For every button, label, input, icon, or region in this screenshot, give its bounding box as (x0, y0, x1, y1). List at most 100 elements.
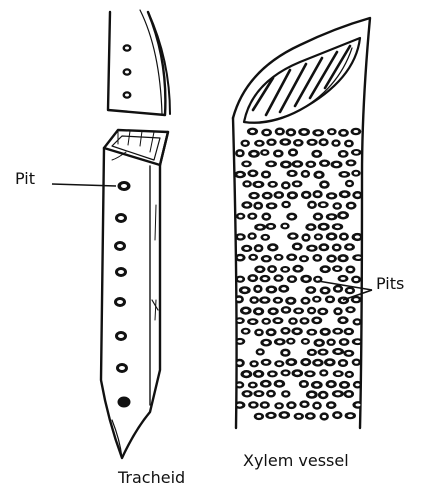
vessel-pit-aperture (327, 361, 332, 364)
vessel-pit-aperture (269, 163, 274, 166)
vessel-pit-aperture (237, 319, 242, 322)
vessel-pit-aperture (295, 245, 300, 248)
vessel-pit-aperture (256, 287, 260, 290)
vessel-pit-aperture (290, 172, 295, 175)
vessel-pit-aperture (244, 204, 249, 207)
vessel-pit-aperture (314, 319, 319, 322)
vessel-pit-aperture (304, 277, 309, 280)
vessel-pit-aperture (288, 299, 293, 302)
vessel-pit-aperture (257, 415, 262, 418)
vessel-pit-aperture (268, 225, 273, 228)
vessel-pit-aperture (283, 141, 288, 144)
vessel-pit-aperture (336, 287, 341, 290)
vessel-pit-aperture (296, 267, 301, 270)
vessel-pit-aperture (342, 235, 346, 238)
vessel-pit-aperture (290, 278, 295, 281)
vessel-pit-aperture (330, 130, 334, 133)
vessel-pit-aperture (329, 257, 334, 260)
vessel-pit-aperture (335, 330, 340, 333)
vessel-pit-aperture (268, 414, 273, 417)
vessel-pit-aperture (346, 330, 351, 333)
vessel-pit-aperture (310, 351, 315, 354)
vessel-pit-aperture (277, 362, 282, 365)
vessel-pit-aperture (303, 172, 307, 175)
vessel-pit-aperture (322, 246, 327, 249)
vessel-pit-aperture (341, 257, 346, 260)
vessel-pit-aperture (346, 392, 351, 395)
vessel-pit-aperture (243, 309, 248, 312)
vessel-pit-aperture (289, 131, 294, 134)
vessel-pit-aperture (302, 382, 307, 385)
vessel-pit-aperture (316, 278, 320, 281)
vessel-pit-aperture (354, 172, 358, 175)
vessel-pit-aperture (291, 320, 295, 323)
vessel-pit-aperture (329, 235, 334, 238)
vessel-pit-aperture (340, 214, 345, 217)
tracheid-upper-piece (108, 10, 170, 115)
tracheid (101, 10, 170, 458)
vessel-pit-aperture (308, 415, 313, 418)
vessel-pit-aperture (270, 183, 275, 186)
vessel-pit-aperture (237, 298, 241, 301)
vessel-pit-aperture (256, 204, 260, 207)
vessel-pit-aperture (335, 267, 340, 270)
vessel-pit-aperture (263, 382, 268, 385)
vessel-pit-aperture (238, 256, 243, 259)
vessel-pit-aperture (264, 215, 268, 218)
vessel-pit-aperture (244, 163, 249, 166)
vessel-pit-aperture (336, 350, 341, 353)
vessel-pit-aperture (264, 173, 269, 176)
vessel-pit-aperture (250, 320, 255, 323)
vessel-pit-aperture (296, 310, 301, 313)
vessel-pit-aperture (269, 288, 274, 291)
vessel-pit-aperture (347, 246, 352, 249)
vessel-pit-aperture (237, 173, 242, 176)
vessel-pit-aperture (270, 373, 275, 376)
vessel-pit-aperture (289, 340, 293, 343)
vessel-pit-aperture (308, 163, 313, 166)
vessel-pit-aperture (250, 235, 254, 238)
vessel-pit-aperture (271, 310, 276, 313)
vessel-pit-aperture (252, 362, 256, 365)
vessel-pit-aperture (250, 215, 254, 218)
vessel-pit-aperture (355, 194, 360, 197)
vessel-pit-aperture (264, 361, 269, 364)
vessel-pit-aperture (296, 141, 301, 144)
vessel-pit-aperture (321, 225, 326, 228)
vessel-pit-aperture (323, 289, 328, 292)
vessel-pit-aperture (335, 205, 339, 208)
vessel-pit-aperture (283, 268, 288, 271)
vessel-pit-aperture (257, 268, 262, 271)
vessel-pit-aperture (238, 152, 242, 155)
vessel-pit-aperture (283, 329, 288, 332)
vessel-pit-aperture (289, 215, 294, 218)
vessel-pit-aperture (295, 372, 300, 375)
vessel-pit-aperture (258, 351, 262, 354)
pit-leader-line (52, 184, 116, 186)
vessel-pit-aperture (356, 403, 361, 406)
vessel-pit-aperture (283, 163, 288, 166)
vessel-pit-aperture (349, 162, 354, 165)
vessel-pit-aperture (276, 277, 281, 280)
vessel-pit-aperture (244, 247, 249, 250)
vessel-pit-aperture (277, 382, 282, 385)
vessel-pit-aperture (315, 361, 320, 364)
vessel-pit-aperture (356, 256, 361, 259)
vessel-pit-aperture (295, 330, 300, 333)
vessel-pit-aperture (308, 226, 313, 229)
vessel-pit-aperture (257, 142, 262, 145)
vessel-pit-aperture (278, 130, 283, 133)
vessel-pit-aperture (315, 404, 319, 407)
vessel-pit-aperture (321, 351, 326, 354)
vessel-pit-aperture (334, 163, 339, 166)
vessel-pit-aperture (315, 256, 319, 259)
vessel-pit-aperture (346, 352, 351, 355)
vessel-pit-aperture (263, 236, 267, 239)
vessel-pit-aperture (303, 299, 307, 302)
vessel-pit-aperture (309, 393, 314, 396)
vessel-pit-aperture (264, 257, 269, 260)
vessel-pit-aperture (329, 383, 334, 386)
vessel-pit-aperture (284, 184, 288, 187)
vessel-pit-aperture (256, 372, 261, 375)
